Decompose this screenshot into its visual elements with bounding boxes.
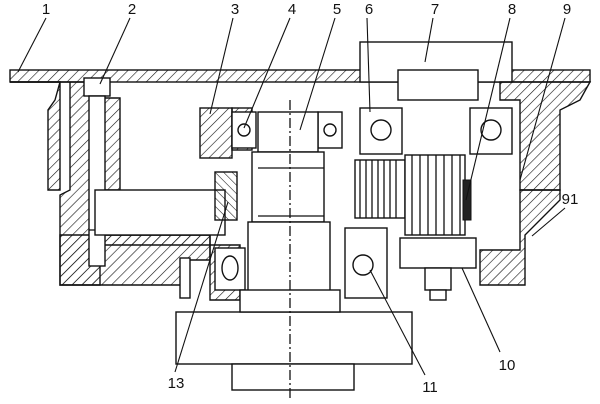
lower-bearing-11 [344,227,388,299]
label-7: 7 [431,1,439,18]
sun-gear [354,159,406,219]
leader-lines [17,17,566,376]
label-1: 1 [42,1,50,18]
label-5: 5 [333,1,341,18]
ring-gear [94,171,238,236]
output-flange [175,289,413,391]
label-8: 8 [508,1,516,18]
label-6: 6 [365,1,373,18]
label-11: 11 [422,379,438,396]
part-labels: 1 2 3 4 5 6 7 8 9 91 10 11 13 [42,1,579,396]
lower-bearing-10 [399,237,477,301]
upper-bearing-6 [359,107,403,155]
pinion-gear [404,154,472,236]
label-4: 4 [288,1,296,18]
motor-block [359,41,513,101]
label-13: 13 [168,375,185,392]
label-91: 91 [562,191,579,208]
upper-bearing-4 [231,111,343,149]
upper-bearing-8 [469,107,513,155]
label-3: 3 [231,1,239,18]
central-shaft [247,111,331,293]
label-9: 9 [563,1,571,18]
label-10: 10 [499,357,516,374]
label-2: 2 [128,1,136,18]
lower-bearing-left [179,247,246,299]
